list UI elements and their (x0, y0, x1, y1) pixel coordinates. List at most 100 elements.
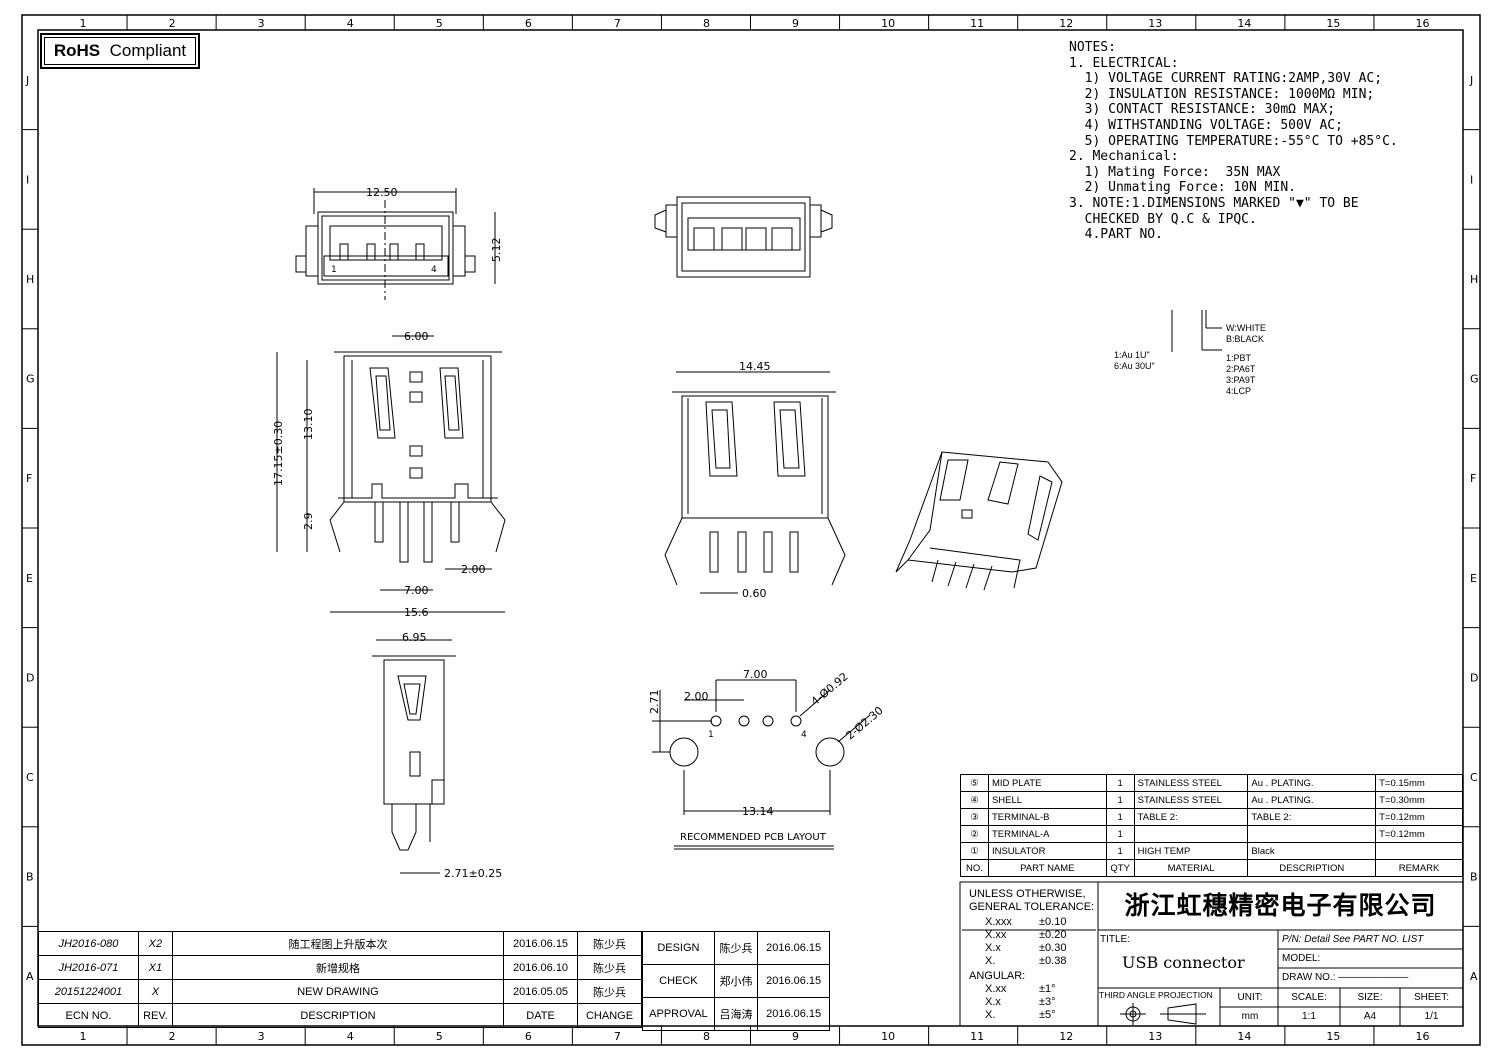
dim-top-height: 5.12 (490, 238, 503, 263)
bom-header-name: PART NAME (987, 859, 1107, 877)
title-block-lines (959, 881, 1464, 1027)
title-label: TITLE: (1100, 934, 1131, 945)
pin-1-label: 1 (331, 265, 337, 275)
approval-cell-name: 郑小伟 (713, 964, 759, 998)
top-view (295, 188, 496, 300)
dim-pitch-2: 2.00 (461, 563, 486, 576)
rev-header-desc: DESCRIPTION (171, 1003, 505, 1028)
frame-column-label: 12 (1059, 1030, 1073, 1043)
bom-cell-name: TERMINAL-A (987, 825, 1107, 843)
frame-row-label: C (1470, 771, 1478, 784)
revision-cell-ecn: JH2016-071 (38, 955, 139, 980)
tolerance-value: ±0.10 (1039, 916, 1067, 928)
frame-row-label: E (26, 572, 33, 585)
frame-column-label: 3 (258, 17, 265, 30)
dim-top-width: 12.50 (366, 186, 398, 199)
sheet-value: 1/1 (1424, 1011, 1439, 1022)
bom-cell-no: ④ (960, 791, 989, 809)
frame-column-label: 13 (1148, 1030, 1162, 1043)
frame-column-label: 1 (80, 1030, 87, 1043)
frame-column-label: 1 (80, 17, 87, 30)
bom-cell-no: ③ (960, 808, 989, 826)
tolerance-key: X.xx (985, 983, 1007, 995)
tolerance-key: X.xxx (985, 916, 1012, 928)
frame-row-label: I (26, 173, 29, 186)
frame-row-label: H (1470, 273, 1478, 286)
frame-row-label: E (1470, 572, 1477, 585)
bom-cell-material: STAINLESS STEEL (1133, 774, 1249, 792)
bom-cell-material: HIGH TEMP (1133, 842, 1249, 860)
bom-header-row: NO. PART NAME QTY MATERIAL DESCRIPTION R… (960, 859, 1463, 877)
approval-cell-role: CHECK (642, 964, 715, 998)
frame-column-label: 12 (1059, 17, 1073, 30)
tolerance-value: ±0.30 (1039, 942, 1067, 954)
frame-column-label: 10 (881, 1030, 895, 1043)
bom-cell-desc: Au . PLATING. (1247, 791, 1377, 809)
side-view (276, 335, 506, 613)
note-line: 5) OPERATING TEMPERATURE:-55°C TO +85°C. (1069, 133, 1398, 149)
bom-cell-qty: 1 (1105, 791, 1135, 809)
bom-cell-desc: Au . PLATING. (1247, 774, 1377, 792)
size-value: A4 (1363, 1011, 1377, 1022)
note-line: 2) Unmating Force: 10N MIN. (1069, 180, 1296, 196)
projection-label: THIRD ANGLE PROJECTION (1099, 990, 1213, 1000)
frame-row-label: D (1470, 671, 1478, 684)
frame-column-label: 6 (525, 17, 532, 30)
tolerance-line: X.xx±1° (985, 983, 1094, 996)
frame-column-label: 14 (1237, 1030, 1251, 1043)
bom-cell-qty: 1 (1105, 808, 1135, 826)
frame-column-label: 4 (347, 1030, 354, 1043)
bom-header-qty: QTY (1105, 859, 1135, 877)
frame-row-label: D (26, 671, 34, 684)
note-line: 3) CONTACT RESISTANCE: 30mΩ MAX; (1069, 102, 1336, 118)
approval-cell-name: 陈少兵 (713, 931, 759, 965)
bom-cell-desc (1247, 825, 1377, 843)
frame-column-label: 3 (258, 1030, 265, 1043)
revision-cell-change: 陈少兵 (577, 979, 642, 1004)
pcb-pin-1: 1 (708, 730, 714, 740)
rev-header-change: CHANGE (577, 1003, 642, 1028)
tolerance-block: UNLESS OTHERWISE, GENERAL TOLERANCE: X.x… (969, 888, 1095, 1021)
dim-side-29: 2.9 (302, 513, 315, 531)
bom-cell-qty: 1 (1105, 774, 1135, 792)
approval-cell-date: 2016.06.15 (757, 931, 830, 965)
pcb-dim-271: 2.71 (648, 690, 661, 715)
note-line: 1) VOLTAGE CURRENT RATING:2AMP,30V AC; (1069, 71, 1383, 87)
frame-row-label: J (25, 74, 29, 87)
frame-row-label: B (26, 871, 34, 884)
frame-column-label: 4 (347, 17, 354, 30)
frame-row-label: I (1470, 173, 1473, 186)
frame-column-label: 8 (703, 1030, 710, 1043)
pin-4-label: 4 (431, 265, 437, 275)
frame-row-label: F (26, 472, 32, 485)
approval-cell-role: DESIGN (642, 931, 715, 965)
frame-column-label: 14 (1237, 17, 1251, 30)
tolerance-key: X.xx (985, 929, 1007, 941)
note-line: 2. Mechanical: (1069, 149, 1179, 165)
approval-cell-role: APPROVAL (642, 997, 715, 1031)
bom-cell-name: MID PLATE (987, 774, 1107, 792)
revision-header-row: ECN NO. REV. DESCRIPTION DATE CHANGE (38, 1003, 642, 1028)
unit-label: UNIT: (1237, 992, 1263, 1003)
tolerance-line: X.±0.38 (985, 955, 1094, 968)
tolerance-line: X.xx±0.20 (985, 929, 1094, 942)
dim-side-13: 13.10 (302, 409, 315, 441)
bom-cell-name: TERMINAL-B (987, 808, 1107, 826)
revision-cell-desc: 随工程图上升版本次 (171, 931, 505, 956)
frame-column-label: 10 (881, 17, 895, 30)
pcb-layout-title: RECOMMENDED PCB LAYOUT (680, 832, 827, 843)
bom-cell-remark (1375, 842, 1463, 860)
revision-cell-rev: X (137, 979, 173, 1004)
note-line: 1. ELECTRICAL: (1069, 55, 1179, 71)
note-line: 4.PART NO. (1069, 227, 1163, 243)
approval-cell-date: 2016.06.15 (757, 997, 830, 1031)
pcb-dim-7: 7.00 (743, 668, 768, 681)
revision-cell-change: 陈少兵 (577, 931, 642, 956)
